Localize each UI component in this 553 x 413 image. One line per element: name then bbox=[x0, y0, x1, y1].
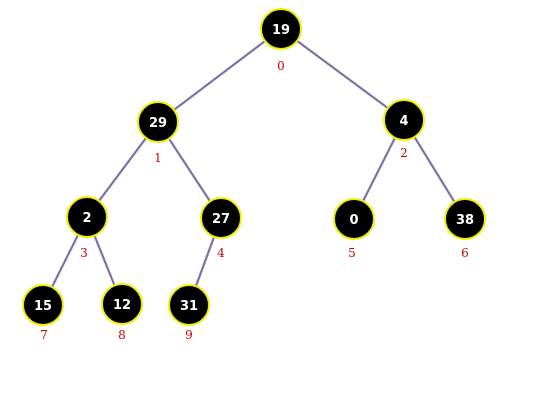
node-value: 15 bbox=[34, 299, 52, 314]
node-circle bbox=[333, 198, 375, 240]
node-circle bbox=[260, 8, 302, 50]
tree-node: 4 2 bbox=[383, 99, 425, 160]
edge-0-2 bbox=[279, 27, 406, 122]
node-circle bbox=[137, 101, 179, 143]
node-index: 7 bbox=[40, 328, 48, 342]
node-value: 19 bbox=[272, 23, 290, 38]
node-index: 9 bbox=[185, 328, 193, 342]
node-value: 29 bbox=[149, 116, 167, 131]
node-value: 0 bbox=[349, 213, 358, 228]
node-index: 3 bbox=[80, 246, 88, 260]
node-value: 2 bbox=[82, 211, 91, 226]
tree-node: 19 0 bbox=[260, 8, 302, 73]
tree-node: 31 9 bbox=[168, 284, 210, 342]
node-value: 27 bbox=[212, 212, 230, 227]
node-circle bbox=[383, 99, 425, 141]
tree-node: 2 3 bbox=[66, 196, 108, 260]
node-index: 4 bbox=[217, 246, 225, 260]
tree-node: 15 7 bbox=[22, 284, 64, 342]
edge-0-1 bbox=[156, 27, 283, 124]
node-value: 4 bbox=[399, 114, 408, 129]
tree-node: 38 6 bbox=[444, 198, 486, 260]
node-circle bbox=[101, 283, 143, 325]
node-circle bbox=[66, 196, 108, 238]
node-index: 1 bbox=[154, 151, 162, 165]
node-circle bbox=[168, 284, 210, 326]
node-value: 12 bbox=[113, 298, 131, 313]
tree-node: 27 4 bbox=[200, 197, 242, 260]
tree-node: 0 5 bbox=[333, 198, 375, 260]
tree-node: 29 1 bbox=[137, 101, 179, 165]
node-circle bbox=[22, 284, 64, 326]
node-index: 8 bbox=[118, 328, 126, 342]
node-circle bbox=[200, 197, 242, 239]
node-value: 38 bbox=[456, 213, 474, 228]
node-index: 0 bbox=[277, 59, 285, 73]
node-index: 6 bbox=[461, 246, 469, 260]
node-circle bbox=[444, 198, 486, 240]
node-index: 2 bbox=[400, 146, 408, 160]
node-value: 31 bbox=[180, 299, 198, 314]
nodes: 19 0 29 1 4 2 2 3 27 4 0 5 bbox=[22, 8, 486, 342]
tree-node: 12 8 bbox=[101, 283, 143, 342]
node-index: 5 bbox=[348, 246, 356, 260]
